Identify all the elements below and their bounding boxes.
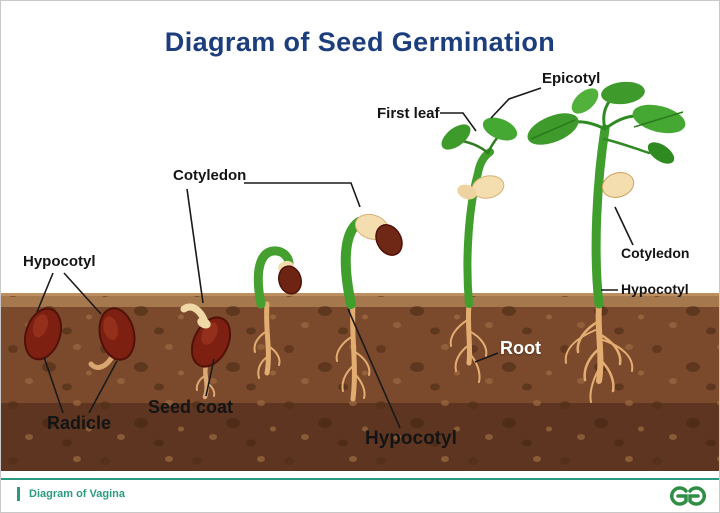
label-radicle: Radicle [47,413,112,433]
label-root: Root [500,338,541,358]
label-hypocotyl-right: Hypocotyl [621,281,689,297]
label-cotyledon-right: Cotyledon [621,245,690,261]
stage-6-first-leaves [441,117,518,383]
footer-divider [1,478,719,480]
footer-caption: Diagram of Vagina [17,487,125,501]
label-first-leaf: First leaf [377,105,440,122]
label-epicotyl: Epicotyl [542,70,601,87]
diagram-title: Diagram of Seed Germination [164,27,556,57]
geeksforgeeks-logo-icon [667,483,709,509]
label-hypocotyl-bottom: Hypocotyl [365,428,457,449]
stage-2-radicle-emerging [88,304,141,370]
label-cotyledon-left: Cotyledon [173,167,247,184]
label-hypocotyl-left: Hypocotyl [23,253,96,270]
label-seed-coat: Seed coat [148,397,234,417]
label-pointer-lines [36,87,634,429]
stage-4-hypocotyl-arch [253,246,302,379]
stage-7-mature-seedling [527,81,686,403]
stage-5-cotyledon-emerged [335,213,403,402]
